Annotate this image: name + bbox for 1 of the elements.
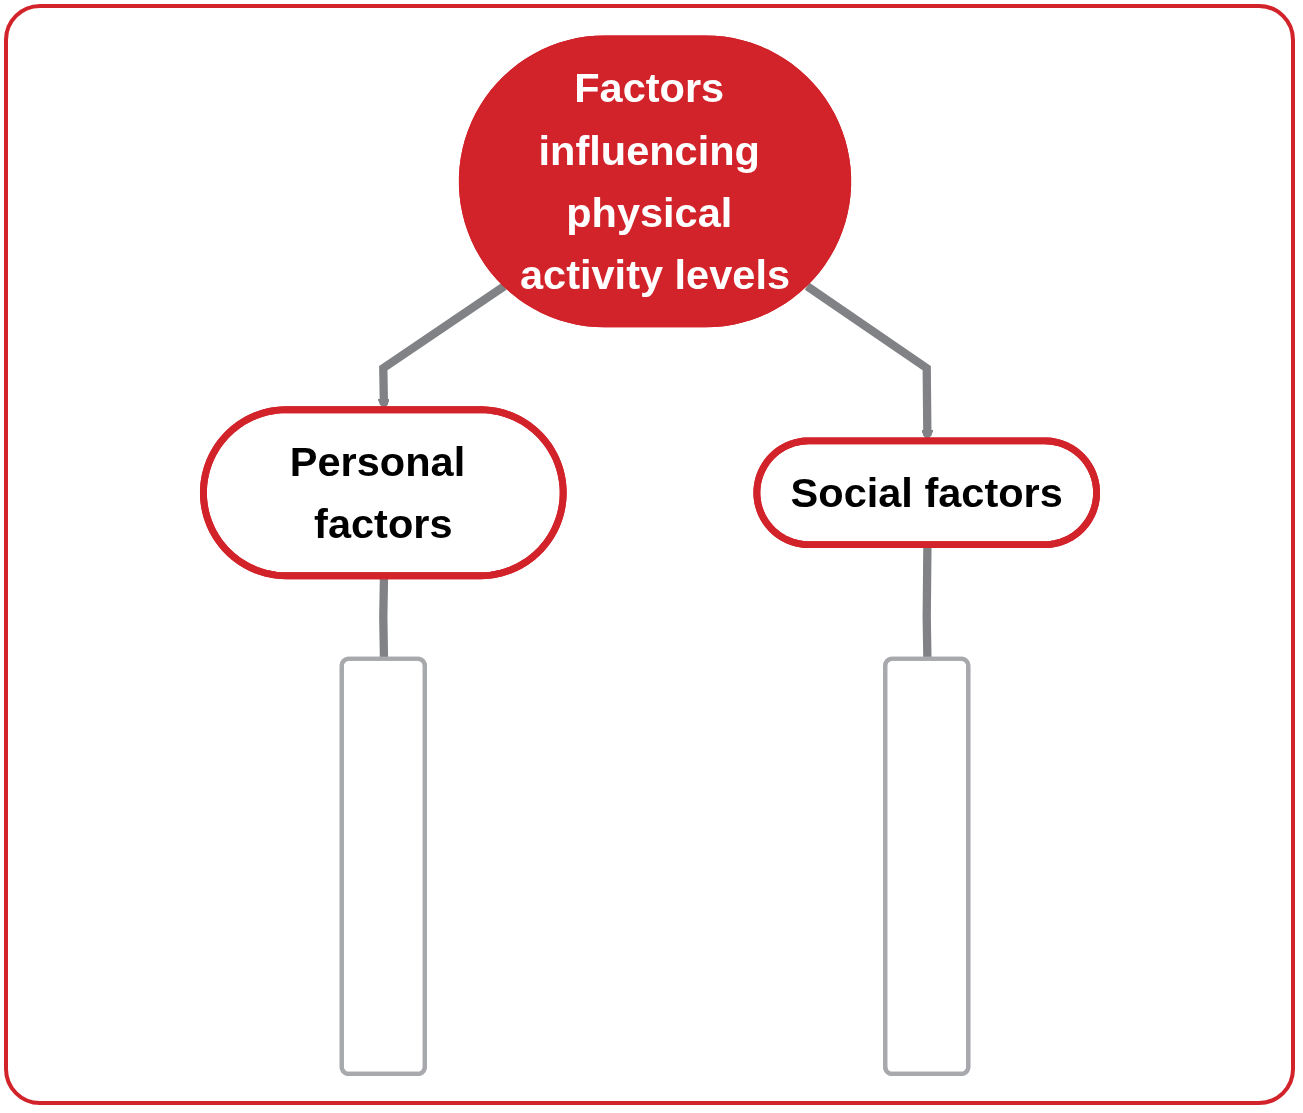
frame-border: Factors influencing physical activity levels Personal factors Social factors [4, 4, 1295, 1105]
